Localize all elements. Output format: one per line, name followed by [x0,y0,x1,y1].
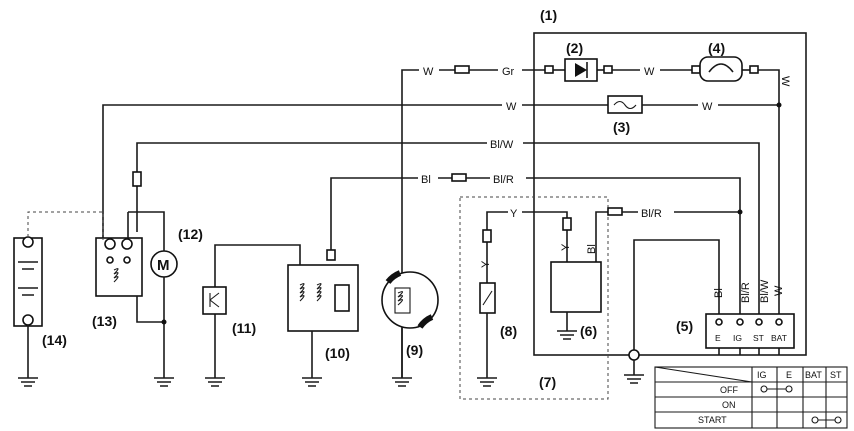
sensor-unit-6 [550,261,602,340]
motor-symbol: M [157,257,170,274]
wire-run-w-main [102,95,782,240]
wire-run-y [482,211,572,283]
terminal-st: ST [753,333,764,343]
label-3: (3) [613,119,630,135]
sensor-8 [477,282,497,387]
wire-label-switch-w: W [773,285,785,296]
table-col-st: ST [830,370,842,380]
switch-11 [202,244,301,387]
wire-label-w-top-mid: W [644,66,655,78]
coil-9 [381,270,439,387]
wire-label-blr: Bl/R [493,174,514,186]
ground-symbol-control [624,349,644,384]
table-col-bat: BAT [805,370,822,380]
wire-label-y-top: Y [510,208,518,220]
wire-labels: W Gr W W W W Bl/W Bl Bl/R Bl/R Y Y Y Bl … [418,62,791,303]
table-row-off: OFF [720,385,738,395]
starter-relay [95,212,167,325]
wire-label-y-mid: Y [560,243,572,251]
control-unit-box [533,32,807,356]
wire-label-w-second: W [506,101,517,113]
off-connection-mark [760,385,793,393]
wire-switch-bl [633,239,720,355]
switch-position-table: IG E BAT ST OFF ON START [654,366,848,429]
wire-label-switch-blw: Bl/W [759,279,771,303]
table-col-e: E [786,370,792,380]
label-14: (14) [42,332,67,348]
wire-run-blw [132,142,760,355]
label-12: (12) [178,226,203,242]
diode-component [564,58,598,82]
terminal-bat: BAT [771,333,787,343]
label-2: (2) [566,40,583,56]
label-6: (6) [580,323,597,339]
label-1: (1) [540,7,557,23]
starter-motor: M [128,211,178,387]
terminal-e: E [715,333,721,343]
terminal-ig: IG [733,333,742,343]
label-8: (8) [500,323,517,339]
wire-label-switch-bl: Bl [713,288,725,298]
wire-label-w-vertical: W [779,76,791,87]
wire-label-blr-sensor: Bl/R [641,208,662,220]
start-connection-mark [811,416,842,424]
label-10: (10) [325,345,350,361]
wire-label-bl: Bl [421,174,431,186]
fuse-component-4 [699,56,743,82]
label-7: (7) [539,374,556,390]
wire-label-gr: Gr [502,66,515,78]
wire-label-w-second-right: W [702,101,713,113]
battery [13,211,104,387]
wire-label-w-top: W [423,66,434,78]
wire-label-switch-blr: Bl/R [740,282,752,303]
table-row-on: ON [722,400,736,410]
table-row-start: START [698,415,727,425]
sensor-group-box [459,196,609,400]
wire-label-blw: Bl/W [490,139,514,151]
wire-run-bl-blr [330,173,741,355]
relay-10 [287,249,359,387]
label-5: (5) [676,318,693,334]
label-13: (13) [92,313,117,329]
label-4: (4) [708,40,725,56]
table-col-ig: IG [757,370,767,380]
wire-label-y-left: Y [480,260,492,268]
label-9: (9) [406,342,423,358]
ignition-switch: E IG ST BAT [705,313,795,349]
label-11: (11) [232,320,256,336]
wire-label-bl-mid: Bl [586,244,598,254]
